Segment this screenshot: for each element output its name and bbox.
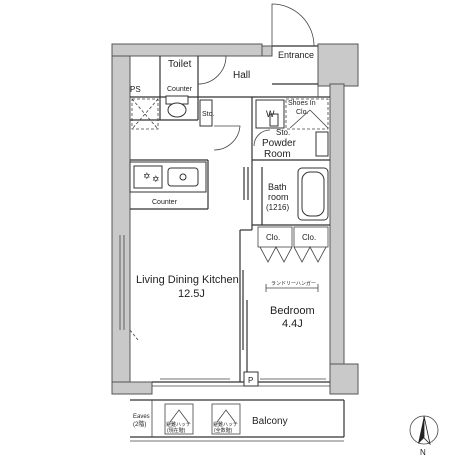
label-balcony: Balcony — [252, 416, 288, 427]
wall-door-jamb — [261, 45, 273, 57]
p-box — [243, 371, 259, 387]
label-bath-2: room — [268, 192, 289, 202]
shoes-closet — [285, 98, 329, 130]
label-eaves-1: Eaves — [133, 414, 150, 420]
laundry-hanger — [265, 284, 319, 292]
label-sto-hall: Sto. — [202, 111, 215, 118]
label-shoes-clo: Clo. — [296, 109, 309, 116]
toilet-door[interactable] — [197, 55, 227, 85]
label-p: P — [248, 376, 253, 385]
wall-bottom-left — [111, 381, 153, 395]
label-ldk-2: 12.5J — [178, 288, 205, 300]
label-eaves-2: (2階) — [133, 420, 146, 428]
bedroom-door[interactable] — [242, 270, 248, 375]
label-laundry: ランドリーハンガー — [271, 280, 316, 287]
label-bath-1: Bath — [268, 182, 287, 192]
label-bedroom-2: 4.4J — [282, 318, 303, 330]
label-hatch-right-2: (全数階) — [214, 427, 233, 434]
powder-fixtures — [253, 113, 329, 157]
north-arrow — [409, 415, 439, 446]
labels: Toilet Hall Entrance PS Counter Sto. W S… — [130, 50, 426, 457]
entrance-door[interactable] — [271, 3, 315, 47]
label-ldk-1: Living Dining Kitchen — [136, 274, 239, 286]
label-sto-powder: Sto. — [276, 128, 290, 137]
label-bedroom-1: Bedroom — [270, 305, 315, 317]
label-entrance: Entrance — [278, 50, 314, 60]
stove-burner-icon: ✡ — [152, 174, 160, 184]
label-ps: PS — [130, 85, 141, 94]
ps-shaft — [131, 98, 159, 130]
wall-left — [111, 43, 131, 393]
evacuation-hatches — [164, 403, 241, 435]
label-hatch-left-2: (現在階) — [167, 427, 186, 434]
label-hatch-right-1: 避難ハッチ — [213, 421, 238, 428]
label-shoes-in: Shoes In — [288, 100, 316, 107]
balcony — [130, 399, 345, 442]
label-powder-2: Room — [264, 149, 291, 160]
hall-storage — [199, 99, 213, 127]
label-w: W — [266, 109, 275, 119]
label-toilet: Toilet — [168, 59, 192, 70]
wall-bottom-right — [329, 363, 359, 395]
stove-burner-icon: ✡ — [143, 171, 151, 181]
wall-top-right — [317, 43, 359, 87]
wall-top-left — [111, 43, 263, 57]
wall-right — [329, 83, 345, 365]
kitchen-counter: ✡ ✡ — [129, 161, 207, 193]
label-counter-toilet: Counter — [167, 86, 193, 93]
label-hall: Hall — [233, 70, 250, 81]
label-clo-1: Clo. — [266, 233, 280, 242]
ldk-side-window — [119, 235, 139, 341]
closets — [257, 226, 329, 263]
label-clo-2: Clo. — [302, 233, 316, 242]
label-north: N — [420, 448, 426, 457]
powder-door[interactable] — [243, 167, 249, 200]
label-bath-3: (1216) — [266, 203, 289, 212]
toilet-fixture — [165, 95, 189, 118]
label-counter-kitchen: Counter — [152, 199, 178, 206]
label-hatch-left-1: 避難ハッチ — [166, 421, 191, 428]
hall-door[interactable] — [213, 125, 241, 151]
label-powder-1: Powder — [262, 138, 297, 149]
bathtub — [297, 167, 329, 221]
walls — [111, 43, 359, 395]
partitions — [130, 45, 330, 387]
